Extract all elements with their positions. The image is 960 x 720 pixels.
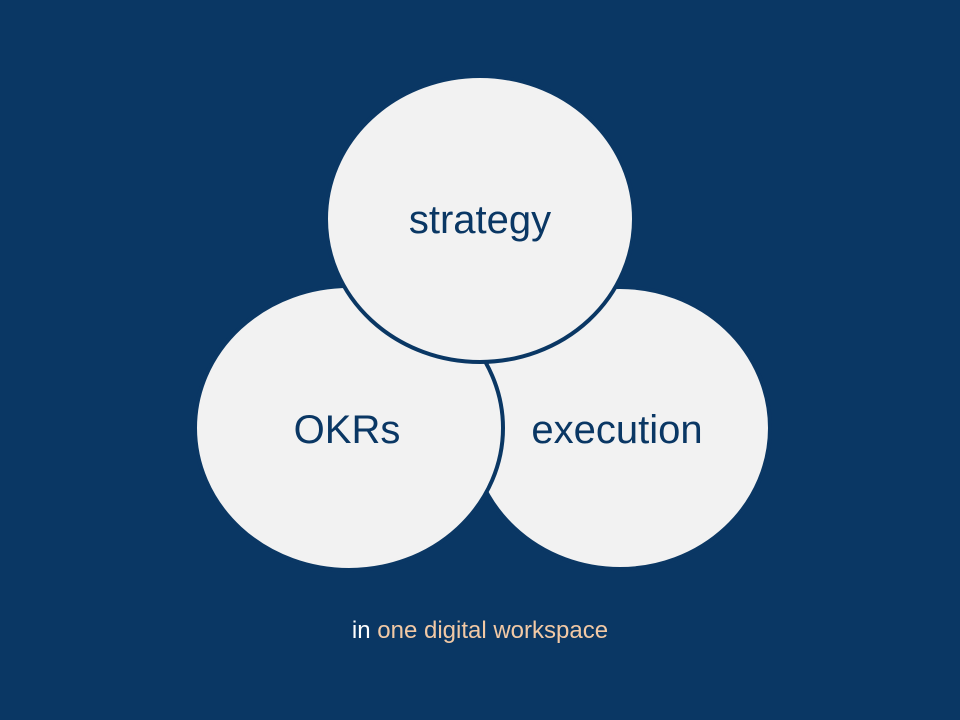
circle-okrs-label: OKRs bbox=[294, 408, 401, 452]
circle-execution-label: execution bbox=[531, 408, 702, 452]
tagline-highlight: one digital workspace bbox=[377, 617, 609, 644]
tagline: in one digital workspace bbox=[0, 616, 960, 646]
circle-strategy-label: strategy bbox=[409, 198, 551, 242]
circle-strategy: strategy bbox=[324, 74, 636, 364]
circle-execution: execution bbox=[468, 285, 772, 571]
tagline-prefix: in bbox=[351, 617, 371, 644]
circle-strategy-shape bbox=[324, 74, 636, 364]
